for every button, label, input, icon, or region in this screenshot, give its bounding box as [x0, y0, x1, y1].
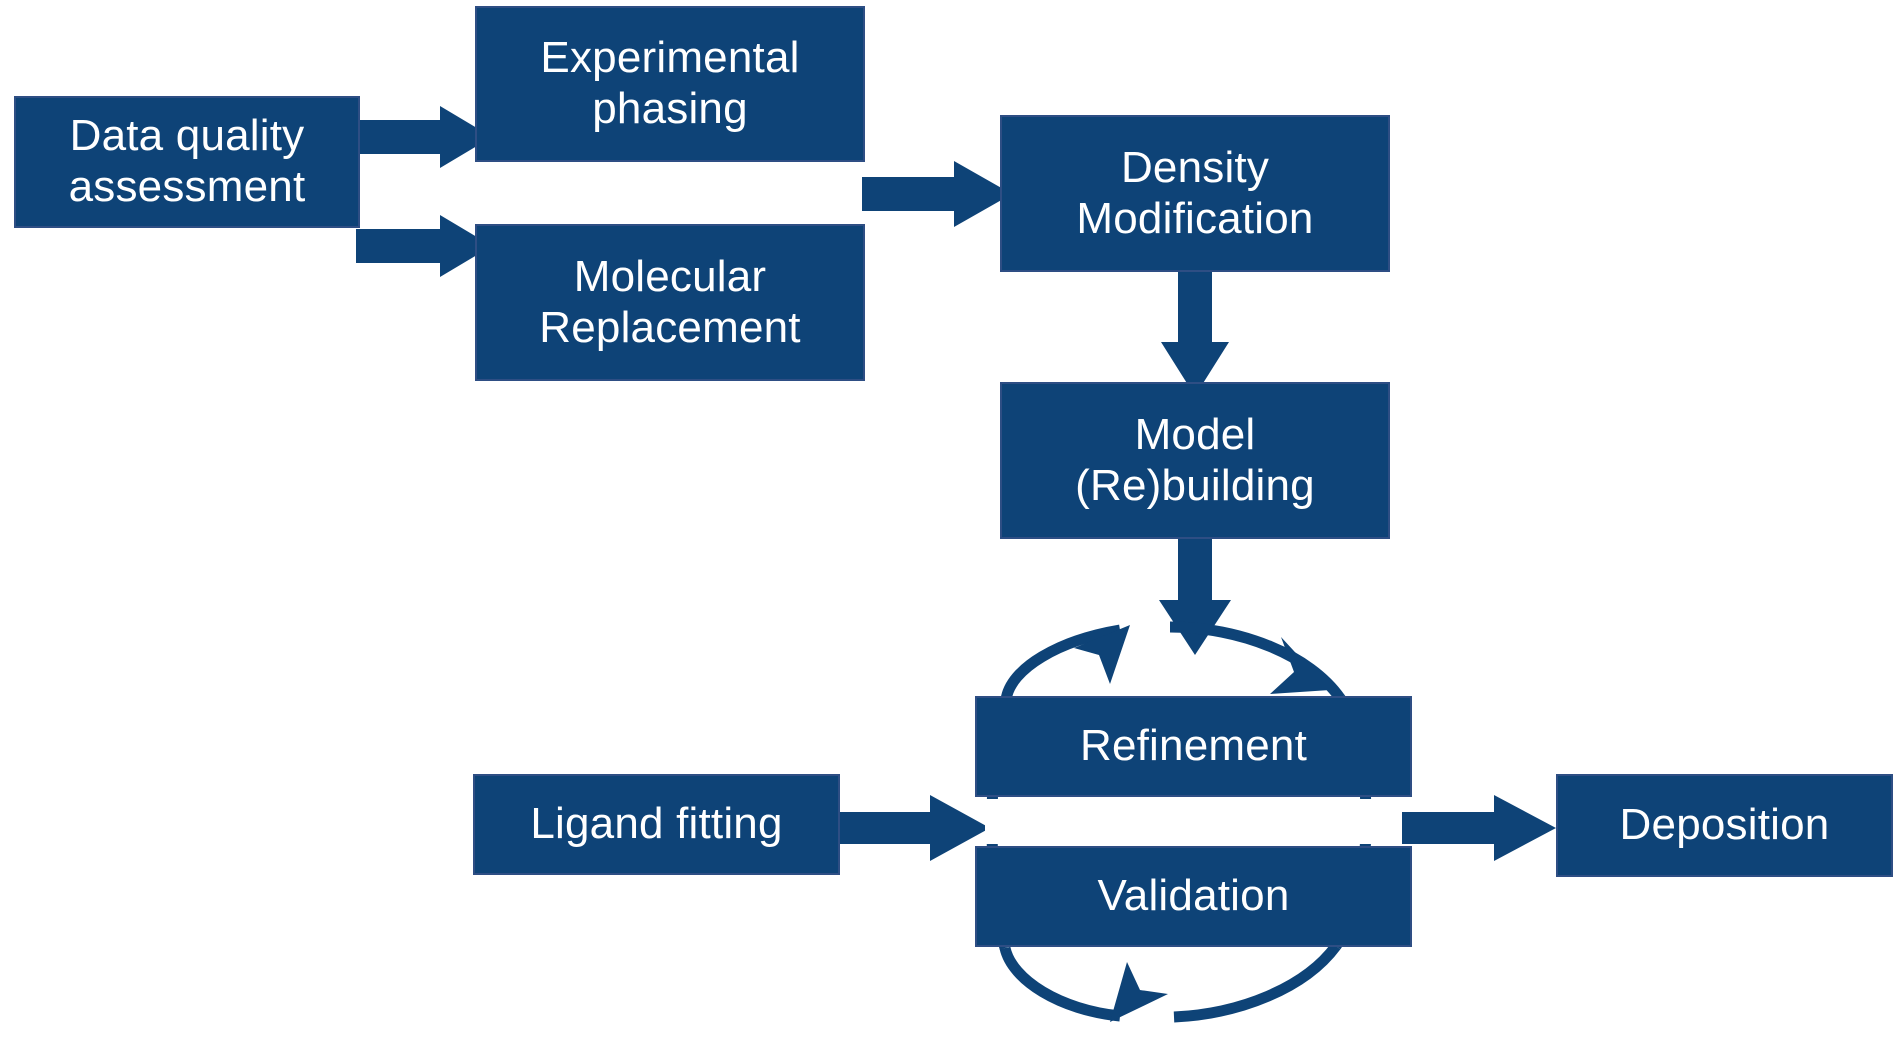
- node-label: Data quality assessment: [68, 111, 306, 211]
- node-molecular-replacement[interactable]: Molecular Replacement: [475, 224, 865, 381]
- node-density-modification[interactable]: Density Modification: [1000, 115, 1390, 272]
- arrow-cycle-to-deposition: [1400, 795, 1556, 861]
- node-label: Model (Re)building: [1075, 409, 1315, 510]
- arrow-density-modification-to-model-rebuilding: [1161, 268, 1229, 396]
- node-model-rebuilding[interactable]: Model (Re)building: [1000, 382, 1390, 539]
- arrow-dq-to-experimental-phasing: [356, 106, 492, 168]
- node-label: Molecular Replacement: [539, 251, 801, 352]
- arrow-dq-to-molecular-replacement: [356, 215, 492, 277]
- node-label: Density Modification: [1076, 142, 1314, 243]
- node-experimental-phasing[interactable]: Experimental phasing: [475, 6, 865, 162]
- node-label: Deposition: [1619, 800, 1830, 850]
- cycle-gap-band: [985, 799, 1402, 844]
- arrow-phasing-to-density-modification: [862, 161, 1012, 227]
- node-refinement[interactable]: Refinement: [975, 696, 1412, 797]
- node-deposition[interactable]: Deposition: [1556, 774, 1893, 877]
- node-label: Experimental phasing: [540, 33, 800, 133]
- arrow-ligand-fitting-to-refinement-cycle: [838, 795, 990, 861]
- node-validation[interactable]: Validation: [975, 846, 1412, 947]
- node-label: Ligand fitting: [530, 799, 783, 849]
- node-data-quality-assessment[interactable]: Data quality assessment: [14, 96, 360, 228]
- node-label: Refinement: [1079, 721, 1307, 771]
- node-ligand-fitting[interactable]: Ligand fitting: [473, 774, 840, 875]
- node-label: Validation: [1097, 871, 1290, 921]
